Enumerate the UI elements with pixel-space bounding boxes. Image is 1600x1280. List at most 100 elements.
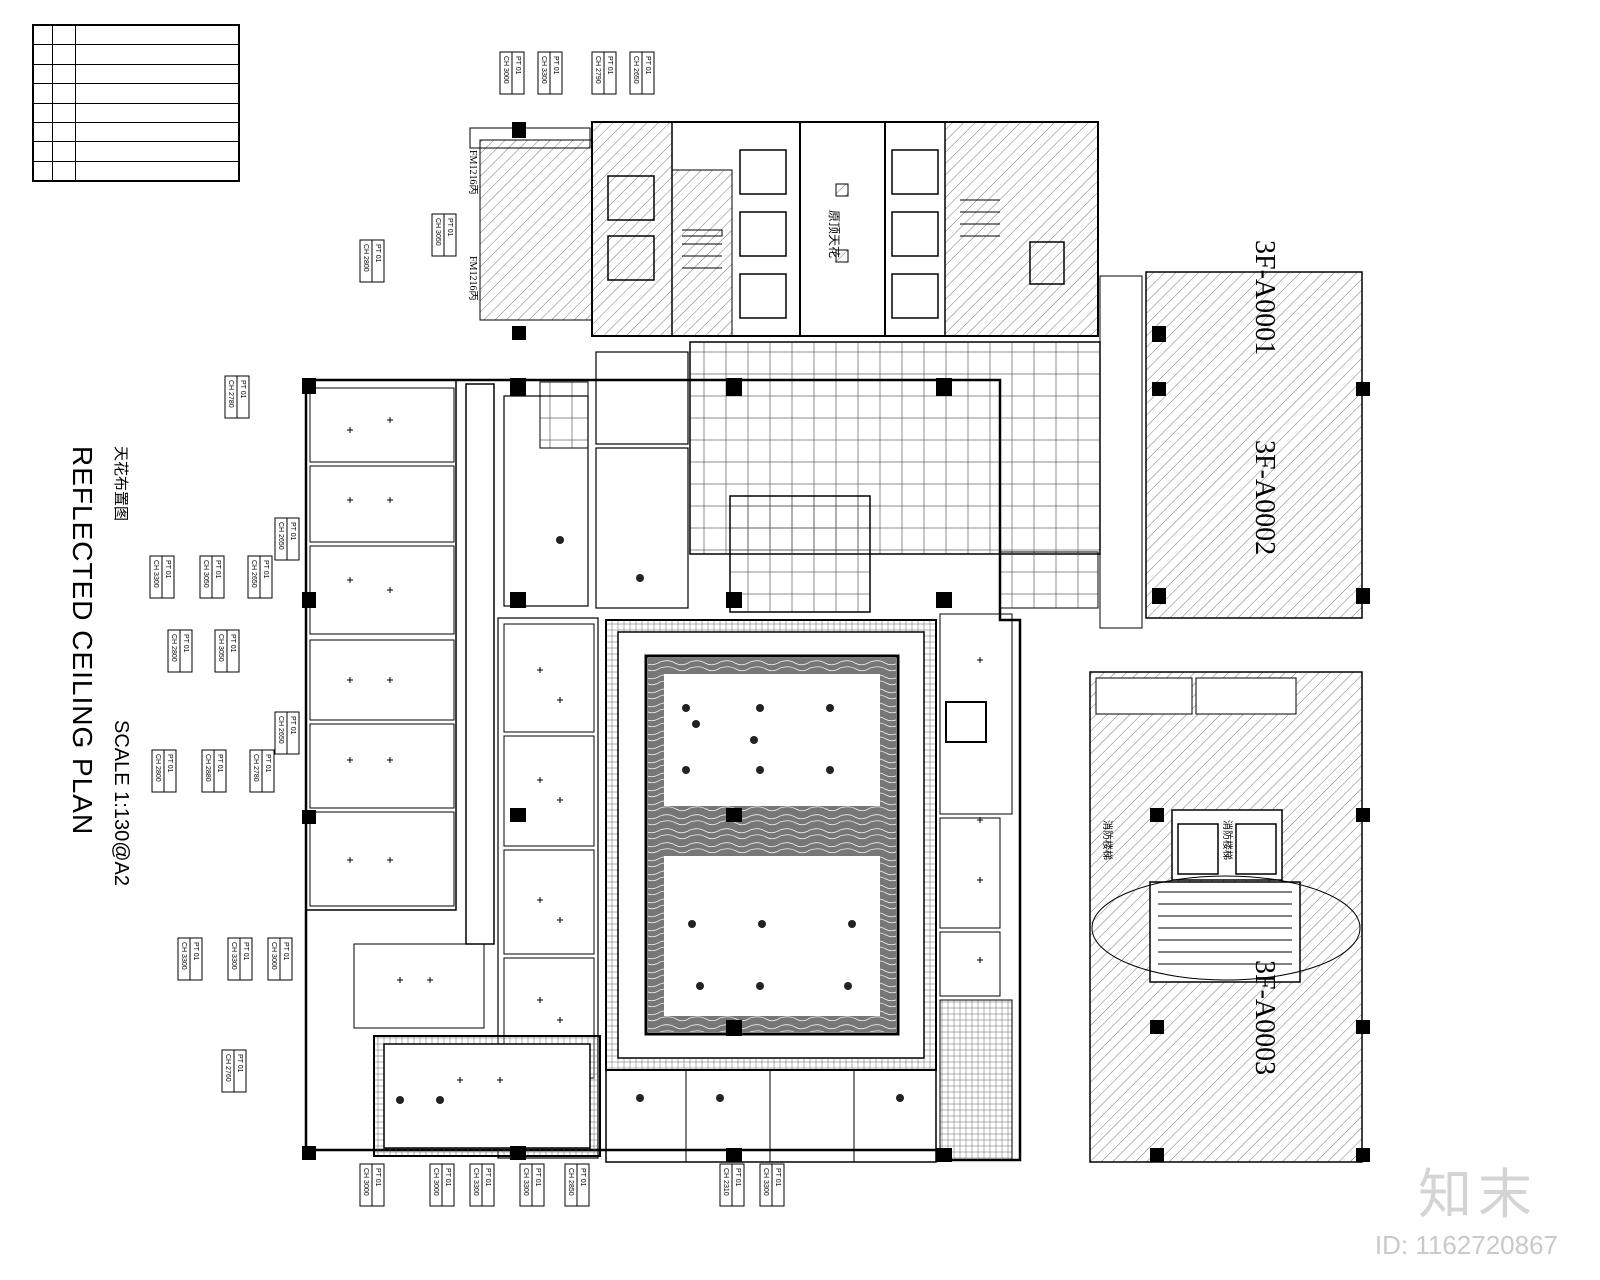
legend-row — [34, 45, 238, 65]
ceiling-tag-paint: PT 01 — [734, 1168, 741, 1187]
spot-fixture — [387, 677, 393, 683]
ceiling-tag-height: CH 2780 — [227, 380, 234, 408]
ceiling-tag-paint: PT 01 — [264, 754, 271, 773]
ceiling-tag-height: CH 2650 — [250, 560, 257, 588]
ceiling-tag-paint: PT 01 — [444, 1168, 451, 1187]
ceiling-tag-height: CH 3000 — [362, 1168, 369, 1196]
ceiling-tag-paint: PT 01 — [579, 1168, 586, 1187]
ceiling-tag: CH 3050 PT 01 — [431, 213, 457, 257]
ceiling-tag-paint: PT 01 — [484, 1168, 491, 1187]
ceiling-tag-height: CH 3050 — [202, 560, 209, 588]
ceiling-tag: CH 3000 PT 01 — [267, 937, 293, 981]
structural-columns — [302, 122, 1370, 1162]
spot-fixture — [537, 897, 543, 903]
spot-fixture — [387, 587, 393, 593]
downlight-fixture — [688, 920, 696, 928]
legend-row — [34, 122, 238, 143]
ceiling-tag-paint: PT 01 — [166, 754, 173, 773]
ceiling-tag-paint: PT 01 — [446, 218, 453, 237]
ceiling-tag-paint: PT 01 — [239, 380, 246, 399]
ceiling-tag-height: CH 3300 — [230, 942, 237, 970]
downlight-fixture — [896, 1094, 904, 1102]
ceiling-tag-height: CH 3050 — [434, 218, 441, 246]
zone-label-1: 3F-A0001 — [1249, 240, 1280, 355]
ceiling-tag-paint: PT 01 — [216, 754, 223, 773]
watermark-logo: 知末 — [1418, 1163, 1538, 1226]
ceiling-tag-paint: PT 01 — [236, 1054, 243, 1073]
ceiling-tag-height: CH 2650 — [632, 56, 639, 84]
downlight-fixture — [758, 920, 766, 928]
spot-fixture — [347, 757, 353, 763]
east-zones — [1089, 271, 1363, 1163]
ceiling-tag-height: CH 2790 — [594, 56, 601, 84]
legend-cell-sym — [53, 142, 76, 161]
legend-row — [34, 142, 238, 162]
spot-fixture — [557, 797, 563, 803]
spot-fixture — [537, 777, 543, 783]
light-fixtures — [347, 417, 983, 1104]
spot-fixture — [427, 977, 433, 983]
ceiling-tag: CH 3000 PT 01 — [429, 1163, 455, 1207]
legend-row — [34, 161, 238, 180]
downlight-fixture — [756, 704, 764, 712]
ceiling-tag: CH 2880 PT 01 — [201, 749, 227, 793]
downlight-fixture — [826, 704, 834, 712]
ceiling-tag-height: CH 3000 — [432, 1168, 439, 1196]
legend-row — [34, 84, 238, 104]
ceiling-tag-height: CH 3000 — [270, 942, 277, 970]
ceiling-tag-paint: PT 01 — [182, 634, 189, 653]
downlight-fixture — [756, 982, 764, 990]
ceiling-tag-paint: PT 01 — [282, 942, 289, 961]
ceiling-tag-paint: PT 01 — [289, 522, 296, 541]
spot-fixture — [347, 497, 353, 503]
central-atrium — [605, 619, 937, 1071]
ceiling-tag-height: CH 3050 — [217, 634, 224, 662]
spot-fixture — [387, 757, 393, 763]
ceiling-tag-height: CH 2760 — [224, 1054, 231, 1082]
spot-fixture — [347, 577, 353, 583]
downlight-fixture — [682, 766, 690, 774]
ceiling-tag-height: CH 3000 — [502, 56, 509, 84]
ceiling-tag: CH 2780 PT 01 — [224, 375, 250, 419]
legend-cell-no — [34, 26, 53, 45]
spot-fixture — [387, 497, 393, 503]
downlight-fixture — [682, 704, 690, 712]
spot-fixture — [537, 667, 543, 673]
ceiling-tag: CH 2760 PT 01 — [221, 1049, 247, 1093]
spot-fixture — [397, 977, 403, 983]
ceiling-tag-height: CH 2650 — [277, 716, 284, 744]
ceiling-tag-paint: PT 01 — [214, 560, 221, 579]
legend-cell-sym — [53, 161, 76, 180]
room-label-core: 原顶天花 — [827, 210, 842, 258]
ceiling-tag-paint: PT 01 — [289, 716, 296, 735]
watermark-id: ID: 1162720867 — [1374, 1230, 1558, 1260]
ceiling-tag-height: CH 2880 — [204, 754, 211, 782]
downlight-fixture — [696, 982, 704, 990]
legend-cell-sym — [53, 84, 76, 103]
spot-fixture — [557, 1017, 563, 1023]
legend-cell-sym — [53, 103, 76, 122]
legend-cell-no — [34, 84, 53, 103]
ceiling-tag-height: CH 3300 — [180, 942, 187, 970]
legend-cell-sym — [53, 45, 76, 64]
spot-fixture — [457, 1077, 463, 1083]
ceiling-tag-height: CH 2800 — [154, 754, 161, 782]
legend-table — [32, 24, 240, 182]
spot-fixture — [977, 817, 983, 823]
ceiling-tag-paint: PT 01 — [606, 56, 613, 75]
downlight-fixture — [436, 1096, 444, 1104]
ceiling-tag-height: CH 3300 — [152, 560, 159, 588]
